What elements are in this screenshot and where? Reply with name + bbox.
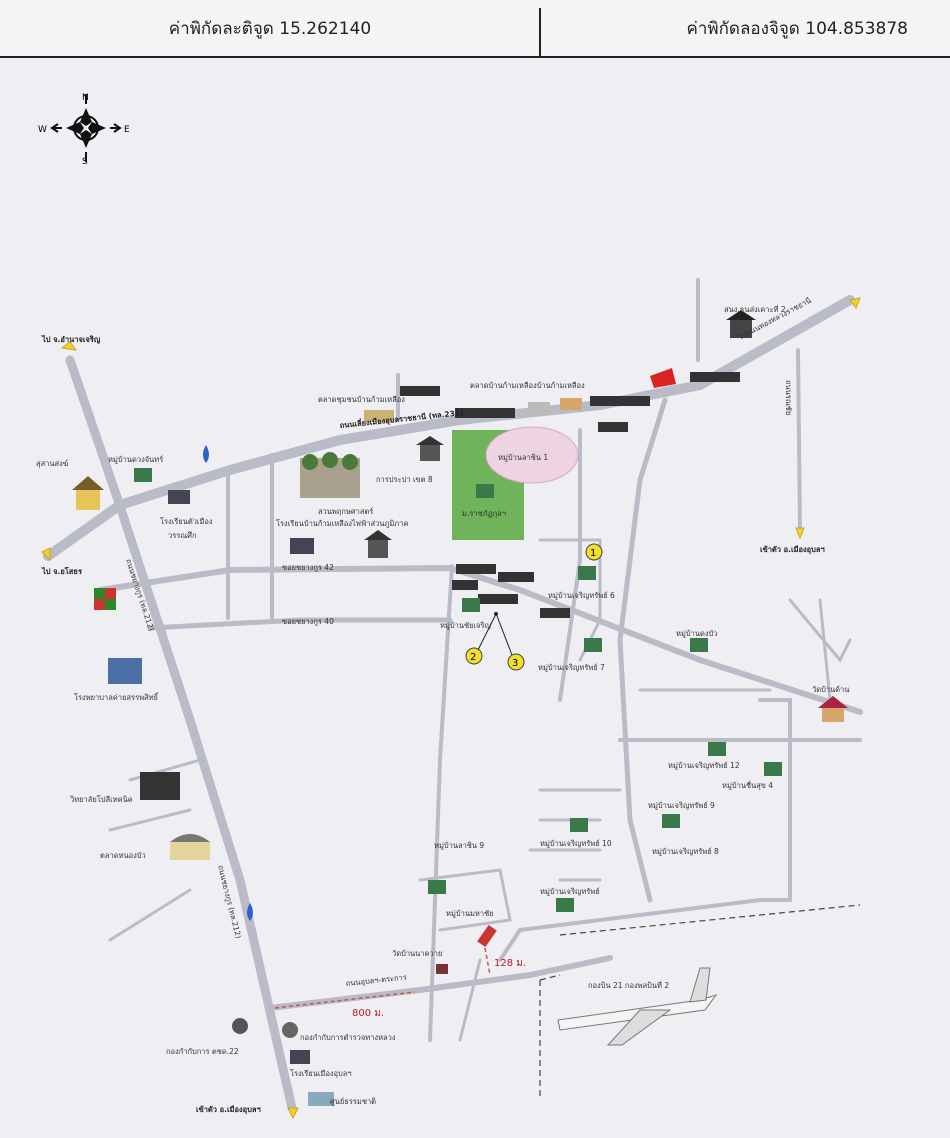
- place-label-market-nong: ตลาดหนองบัว: [100, 851, 146, 860]
- market3-icon: [528, 402, 550, 414]
- drop-icon-2: [247, 903, 253, 921]
- place-label-school-kamphaeng2: วรรณศึก: [168, 531, 197, 540]
- place-label-village8: หมู่บ้านเจริญทรัพย์ 8: [652, 847, 719, 856]
- nature-icon: [308, 1092, 334, 1106]
- svg-text:3: 3: [512, 658, 518, 669]
- arrow-north-icon: [60, 341, 78, 351]
- place-label-wat-ban-kam: วัดบ้านด้าน: [812, 685, 849, 694]
- label-dist-128: 128 ม.: [494, 958, 526, 969]
- coordinate-header: ค่าพิกัดละติจูด 15.262140 ค่าพิกัดลองจิจ…: [0, 0, 950, 58]
- school-icon: [290, 538, 314, 554]
- place-label-village-lachin9: หมู่บ้านลาชิน 9: [434, 841, 484, 850]
- svg-text:2: 2: [470, 652, 476, 663]
- place-label-hosp: โรงพยาบาลค่ายสรรพสิทธิ์: [74, 692, 160, 702]
- tree-icons: [300, 452, 360, 498]
- place-label-village-c: หมู่บ้านเจริญทรัพย์: [540, 887, 600, 896]
- map-area[interactable]: N S W E: [0, 58, 950, 1138]
- place-label-park: สวนพฤกษศาสตร์: [318, 507, 373, 516]
- place-label-village-mahachai: หมู่บ้านมหาชัย: [446, 909, 494, 918]
- label-to-city-east: เข้าตัว อ.เมืองอุบลฯ: [760, 545, 825, 554]
- place-label-village7: หมู่บ้านเจริญทรัพย์ 7: [538, 663, 605, 672]
- place-label-school-kamphaeng: โรงเรียนตัวเมือง: [160, 517, 213, 526]
- latitude-label: ค่าพิกัดละติจูด 15.262140: [168, 18, 372, 39]
- row-house-icons: [400, 372, 740, 618]
- place-label-nature: ศูนย์ธรรมชาติ: [330, 1097, 376, 1106]
- road-network: [43, 278, 863, 1113]
- place-label-school-ban: โรงเรียนบ้านก้ามเหลืองไฟฟ้าส่วนภูมิภาค: [276, 519, 408, 528]
- village-icons: [134, 468, 782, 912]
- school3-icon: [290, 1050, 310, 1064]
- marker-3[interactable]: 3: [507, 653, 525, 671]
- place-label-village-nong: หมู่บ้านดงบัว: [676, 629, 718, 638]
- hospital-icon: [108, 658, 142, 684]
- place-label-bank2: สนง.ธนส่งเคาะที่ 2: [724, 304, 786, 314]
- government2-icon: [364, 530, 392, 558]
- temple-icon: [72, 476, 104, 510]
- place-label-army: กองกำกับการตำรวจทางหลวง: [300, 1033, 396, 1042]
- checker-icon: [94, 588, 116, 610]
- place-label-police22: กองกำกับการ ตชด.22: [166, 1047, 239, 1056]
- label-to-yasothon: ไป จ.ยโสธร: [41, 566, 83, 576]
- place-label-village-ubon: หมู่บ้านชัยเจริญ: [440, 621, 491, 630]
- longitude-label: ค่าพิกัดลองจิจูด 104.853878: [686, 18, 909, 39]
- place-label-market-ban-kha: ตลาดชุมชนบ้านก้ามเหลือง: [318, 395, 405, 404]
- college-icon: [140, 772, 180, 800]
- place-label-village9a: หมู่บ้านเจริญทรัพย์ 9: [648, 801, 715, 810]
- bank-icon: [726, 310, 756, 338]
- market2-icon: [364, 410, 394, 422]
- army-icon: [282, 1022, 298, 1038]
- arrow-south-east-icon: [795, 527, 805, 540]
- label-to-city-south: เข้าตัว อ.เมืองอุบลฯ: [196, 1105, 261, 1114]
- wat-icon: [436, 964, 448, 974]
- market-icon: [170, 834, 210, 860]
- direction-arrows: [41, 297, 861, 1120]
- drop-icon-1: [203, 445, 209, 463]
- compass-icon: N S W E: [38, 93, 130, 167]
- place-label-school-muang: โรงเรียนเมืองอุบลฯ: [290, 1069, 352, 1078]
- arrow-east-icon: [849, 297, 861, 310]
- distance-128-line: [484, 947, 491, 976]
- place-label-sanam-phao: สุสานสงฆ์: [36, 459, 68, 468]
- marker-2[interactable]: 2: [465, 647, 483, 665]
- honda-icon: [650, 368, 676, 388]
- location-markers[interactable]: 1 2 3: [465, 543, 603, 671]
- place-label-village4: หมู่บ้านชื่นสุข 4: [722, 780, 773, 790]
- label-dist-800: 800 ม.: [352, 1008, 384, 1019]
- arrow-west-icon: [41, 547, 51, 562]
- place-label-prapa: การประปา เขต 8: [376, 475, 433, 484]
- police-icon: [232, 1018, 248, 1034]
- place-label-village-lachin1: หมู่บ้านลาชิน 1: [498, 453, 548, 462]
- header-divider: [539, 8, 541, 56]
- place-label-market2: ตลาดบ้านก้ามเหลืองบ้านก้ามเหลือง: [470, 381, 585, 390]
- svg-text:1: 1: [590, 548, 596, 559]
- government-icon: [416, 436, 444, 461]
- place-label-village10: หมู่บ้านเจริญทรัพย์ 10: [540, 839, 612, 848]
- place-label-wat-nakhon: วัดบ้านนาควาย: [392, 949, 442, 958]
- school2-icon: [168, 490, 190, 504]
- temple3-icon: [560, 398, 582, 410]
- airbase-boundary-top: [559, 904, 861, 936]
- place-label-airbase: กองบิน 21 กองพลบินที่ 2: [588, 980, 669, 990]
- label-to-amnat: ไป จ.อำนาจเจริญ: [41, 334, 101, 344]
- map-canvas[interactable]: N S W E: [0, 58, 950, 1138]
- distance-800-line: [274, 991, 416, 1009]
- compass-w: W: [38, 125, 47, 135]
- airbase-boundary: [539, 974, 561, 1100]
- building-icons: [72, 310, 848, 1106]
- car-icon: [477, 924, 497, 948]
- place-label-college: วิทยาลัยโปลีเทคนิค: [69, 795, 133, 804]
- place-label-gas1: หมู่บ้านดวงจันทร์: [108, 455, 163, 464]
- temple2-icon: [818, 696, 848, 722]
- place-label-village6: หมู่บ้านเจริญทรัพย์ 6: [548, 591, 615, 600]
- label-road-east-v: ถนนรณชัย: [784, 380, 793, 415]
- airplane-icon: [557, 967, 718, 1046]
- label-soi40: ซอยชยางกูร 40: [282, 617, 334, 626]
- place-label-mor-ubon: ม.ราชภัฏกุลฯ: [462, 509, 506, 518]
- place-label-village12: หมู่บ้านเจริญทรัพย์ 12: [668, 761, 740, 770]
- compass-e: E: [124, 125, 130, 135]
- arrow-south-icon: [287, 1107, 299, 1120]
- label-soi42: ซอยชยางกูร 42: [282, 563, 334, 572]
- label-road-bottom: ถนนอุบลฯ-ตระการ: [345, 973, 407, 988]
- marker-1[interactable]: 1: [585, 543, 603, 561]
